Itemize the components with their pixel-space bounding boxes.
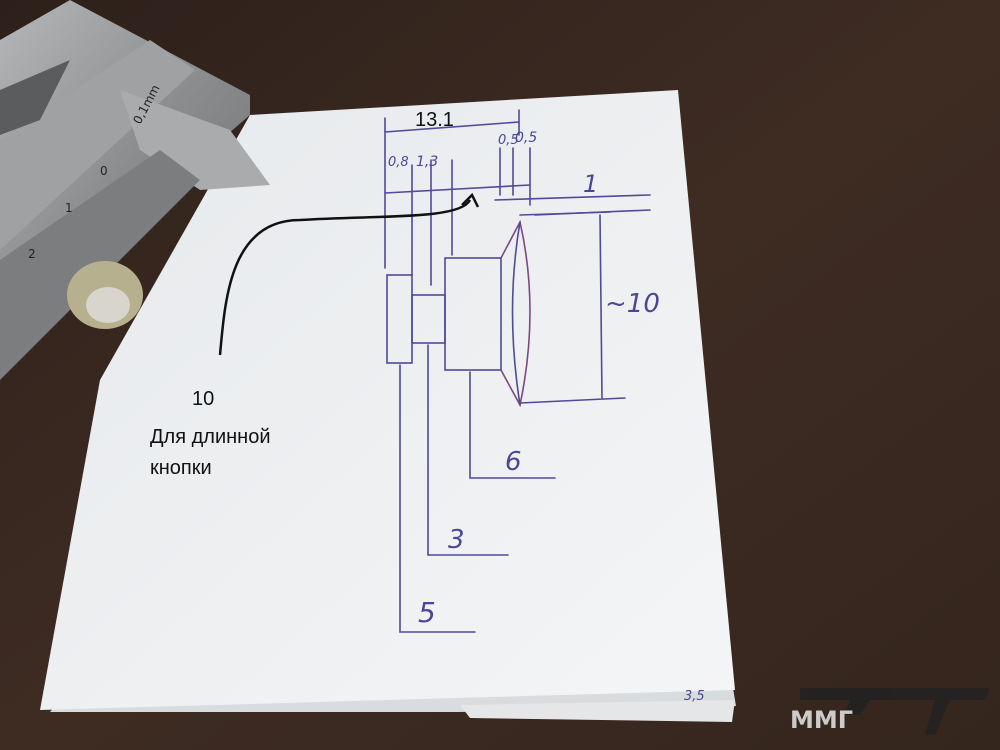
corner-note: 3,5 bbox=[684, 689, 705, 704]
button-sketch: 0,8 1,3 0,5 0,5 1 ~10 6 3 5 3,5 13.1 10 … bbox=[150, 109, 705, 704]
paper-tab bbox=[460, 700, 735, 722]
watermark: ММГ bbox=[790, 688, 990, 735]
watermark-text: ММГ bbox=[790, 706, 853, 734]
dim-overall-length: 13.1 bbox=[415, 109, 454, 131]
annotation-line2: кнопки bbox=[150, 457, 212, 479]
paper-sheet bbox=[40, 90, 735, 710]
dim-segment-1: 0,8 bbox=[388, 155, 409, 170]
annotation-line1: Для длинной bbox=[150, 426, 271, 448]
dim-flange: 1 bbox=[583, 170, 598, 198]
dim-cap-diameter: ~10 bbox=[605, 289, 660, 319]
dim-base-diameter: 5 bbox=[418, 596, 436, 629]
dim-segment-2: 1,3 bbox=[416, 154, 438, 170]
dim-neck-diameter: 3 bbox=[448, 525, 465, 555]
dim-segment-4: 0,5 bbox=[515, 130, 537, 146]
caliper-digit: 2 bbox=[28, 247, 36, 261]
caliper-digit: 1 bbox=[65, 201, 73, 215]
cap-part bbox=[500, 219, 531, 408]
dim-body-diameter: 6 bbox=[505, 447, 522, 477]
dim-segment-3: 0,5 bbox=[498, 133, 519, 148]
body-part bbox=[444, 257, 502, 371]
annotation-value: 10 bbox=[192, 388, 214, 410]
caliper-digit: 0 bbox=[100, 164, 108, 178]
caliper: 0,1mm 0 1 2 bbox=[0, 0, 270, 380]
rifle-silhouette-icon bbox=[800, 688, 990, 735]
